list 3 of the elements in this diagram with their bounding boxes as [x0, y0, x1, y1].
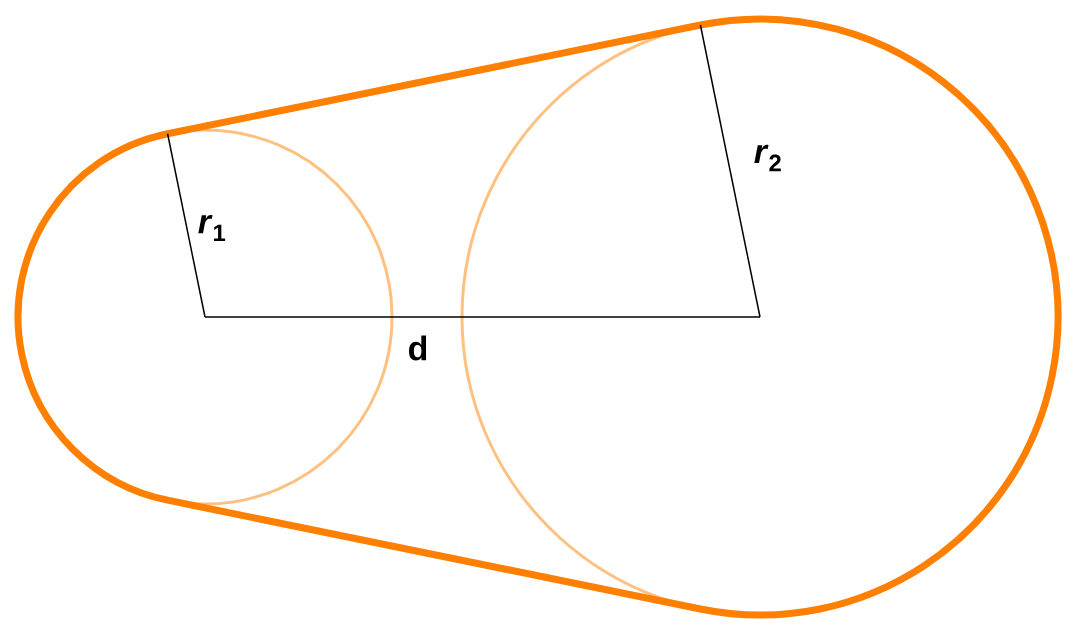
dimension-label: r$_{2}$: [754, 144, 781, 172]
dimension-label: d: [409, 335, 427, 361]
dimension-label: r$_{1}$: [198, 214, 226, 242]
